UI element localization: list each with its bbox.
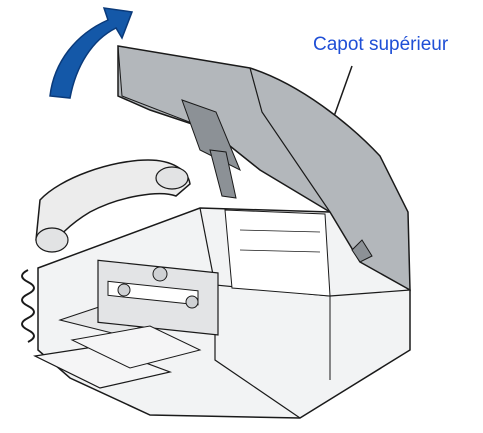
coiled-cord: [21, 269, 35, 343]
curved-arrow-icon: [49, 7, 134, 99]
handset: [35, 159, 191, 253]
print-carriage: [97, 259, 219, 336]
top-cover-label: Capot supérieur: [313, 34, 449, 55]
internal-cavity: [224, 209, 331, 297]
paper-tray: [33, 325, 202, 389]
top-cover: [117, 45, 411, 292]
